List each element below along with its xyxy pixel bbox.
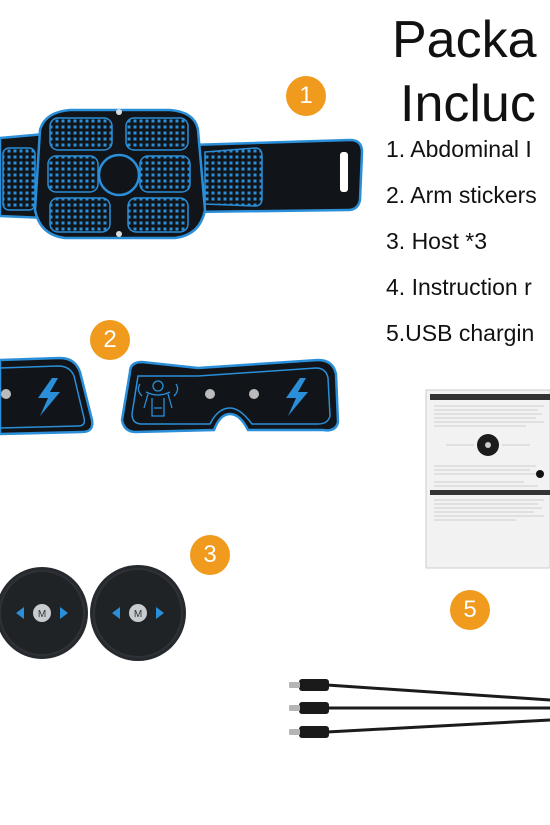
badge-5: 5 [450,590,490,630]
package-item-abdominal: 1. Abdominal I [386,136,532,162]
package-item-host: 3. Host *3 [386,228,487,254]
package-item-usb: 5.USB chargin [386,320,535,346]
package-item-instruction: 4. Instruction r [386,274,532,300]
instruction-manual-image [425,389,550,569]
usb-charging-cable-image [289,679,550,738]
package-item-arm-stickers: 2. Arm stickers [386,182,537,208]
badge-2: 2 [90,320,130,360]
badge-1: 1 [286,76,326,116]
package-title-line2: Incluc [400,75,536,133]
svg-text:M: M [38,609,46,620]
svg-text:M: M [134,609,142,620]
lightning-bolt-icon [38,378,60,416]
lightning-bolt-icon [286,378,308,416]
abdominal-pad-image [0,108,364,240]
host-unit-left-image: M [0,567,88,659]
package-title-line1: Packa [392,11,537,69]
arm-pad-right-image [120,358,340,434]
badge-3: 3 [190,535,230,575]
host-unit-right-image: M [90,565,186,661]
arm-pad-left-image [0,356,94,436]
